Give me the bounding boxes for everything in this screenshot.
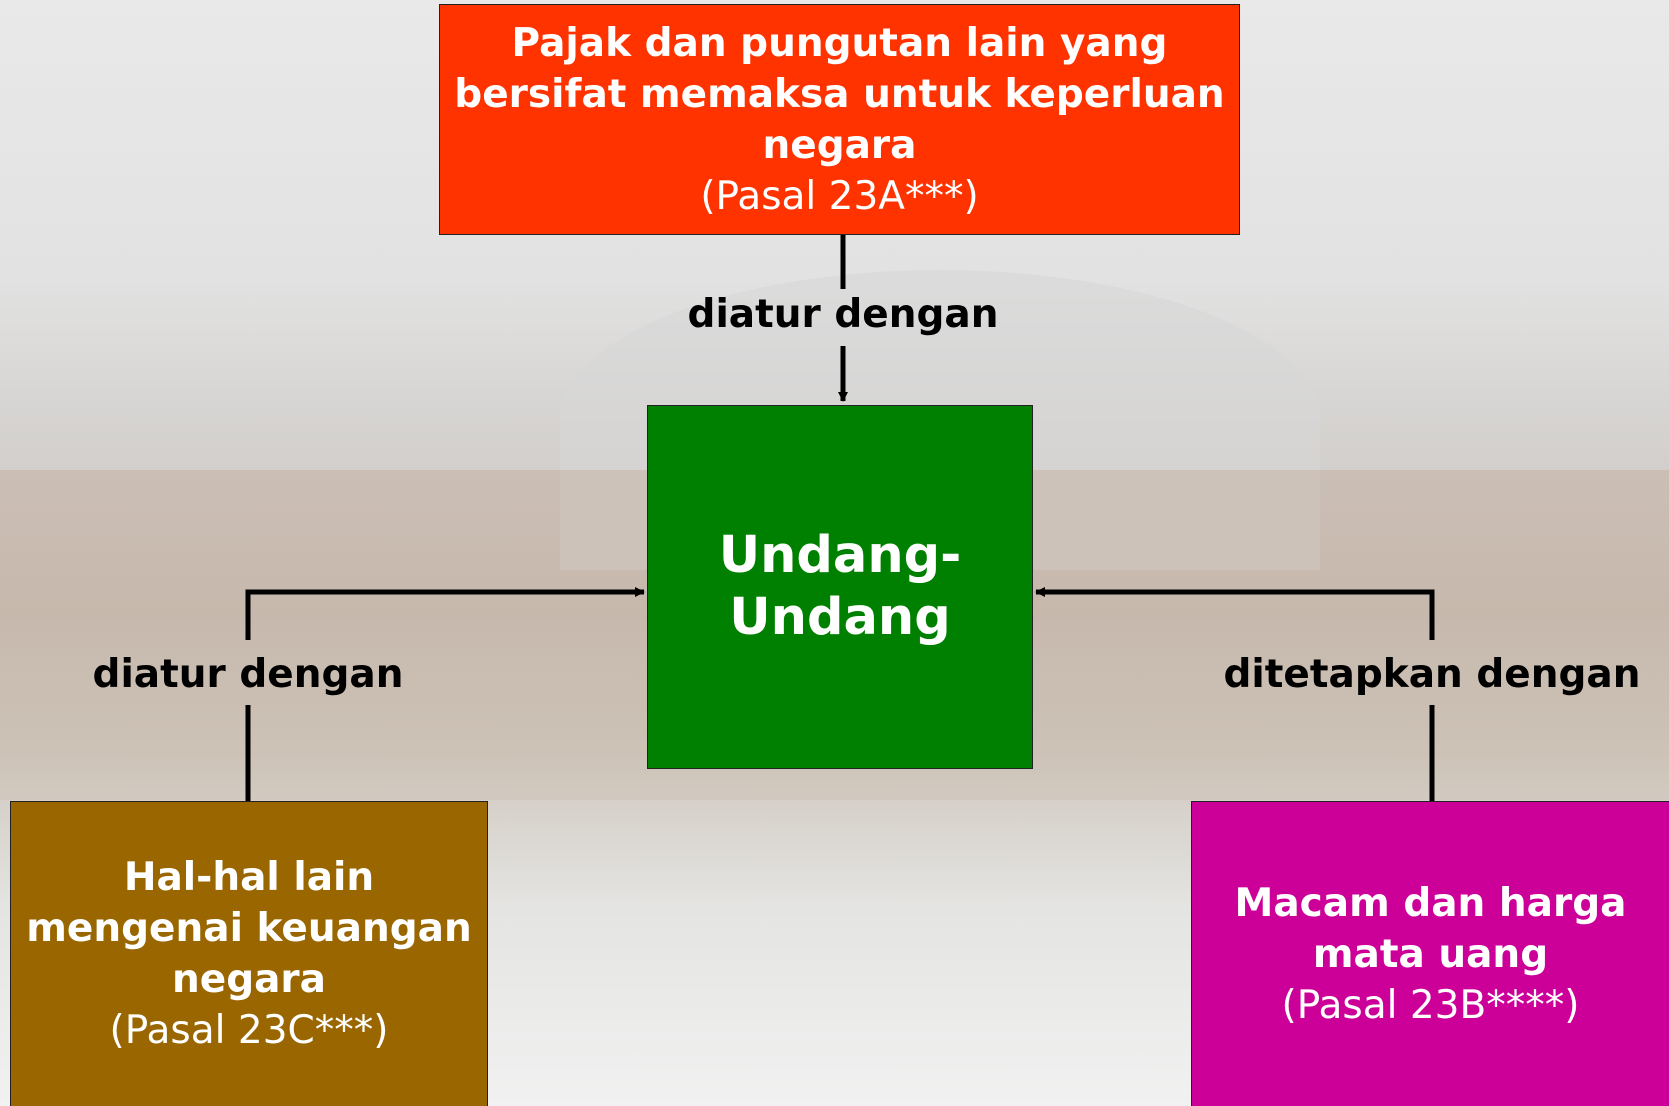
node-law: Undang- Undang xyxy=(647,405,1033,769)
connector-left-upper xyxy=(245,587,645,640)
node-currency-title: Macam dan harga mata uang xyxy=(1234,880,1627,977)
connector-right-upper xyxy=(1035,587,1435,640)
node-tax-levies: Pajak dan pungutan lain yang bersifat me… xyxy=(439,4,1240,235)
node-state-finance: Hal-hal lain mengenai keuangan negara (P… xyxy=(10,801,488,1106)
edge-label-top: diatur dengan xyxy=(687,292,999,337)
node-state-finance-ref: (Pasal 23C***) xyxy=(109,1008,389,1053)
node-state-finance-title: Hal-hal lain mengenai keuangan negara xyxy=(26,855,472,1002)
edge-label-right: ditetapkan dengan xyxy=(1223,652,1641,697)
node-tax-levies-title: Pajak dan pungutan lain yang bersifat me… xyxy=(454,20,1225,168)
node-currency: Macam dan harga mata uang (Pasal 23B****… xyxy=(1191,801,1669,1106)
edge-label-left: diatur dengan xyxy=(92,652,404,697)
node-law-title: Undang- Undang xyxy=(718,526,962,647)
node-tax-levies-ref: (Pasal 23A***) xyxy=(700,173,979,219)
node-currency-ref: (Pasal 23B****) xyxy=(1281,982,1580,1028)
